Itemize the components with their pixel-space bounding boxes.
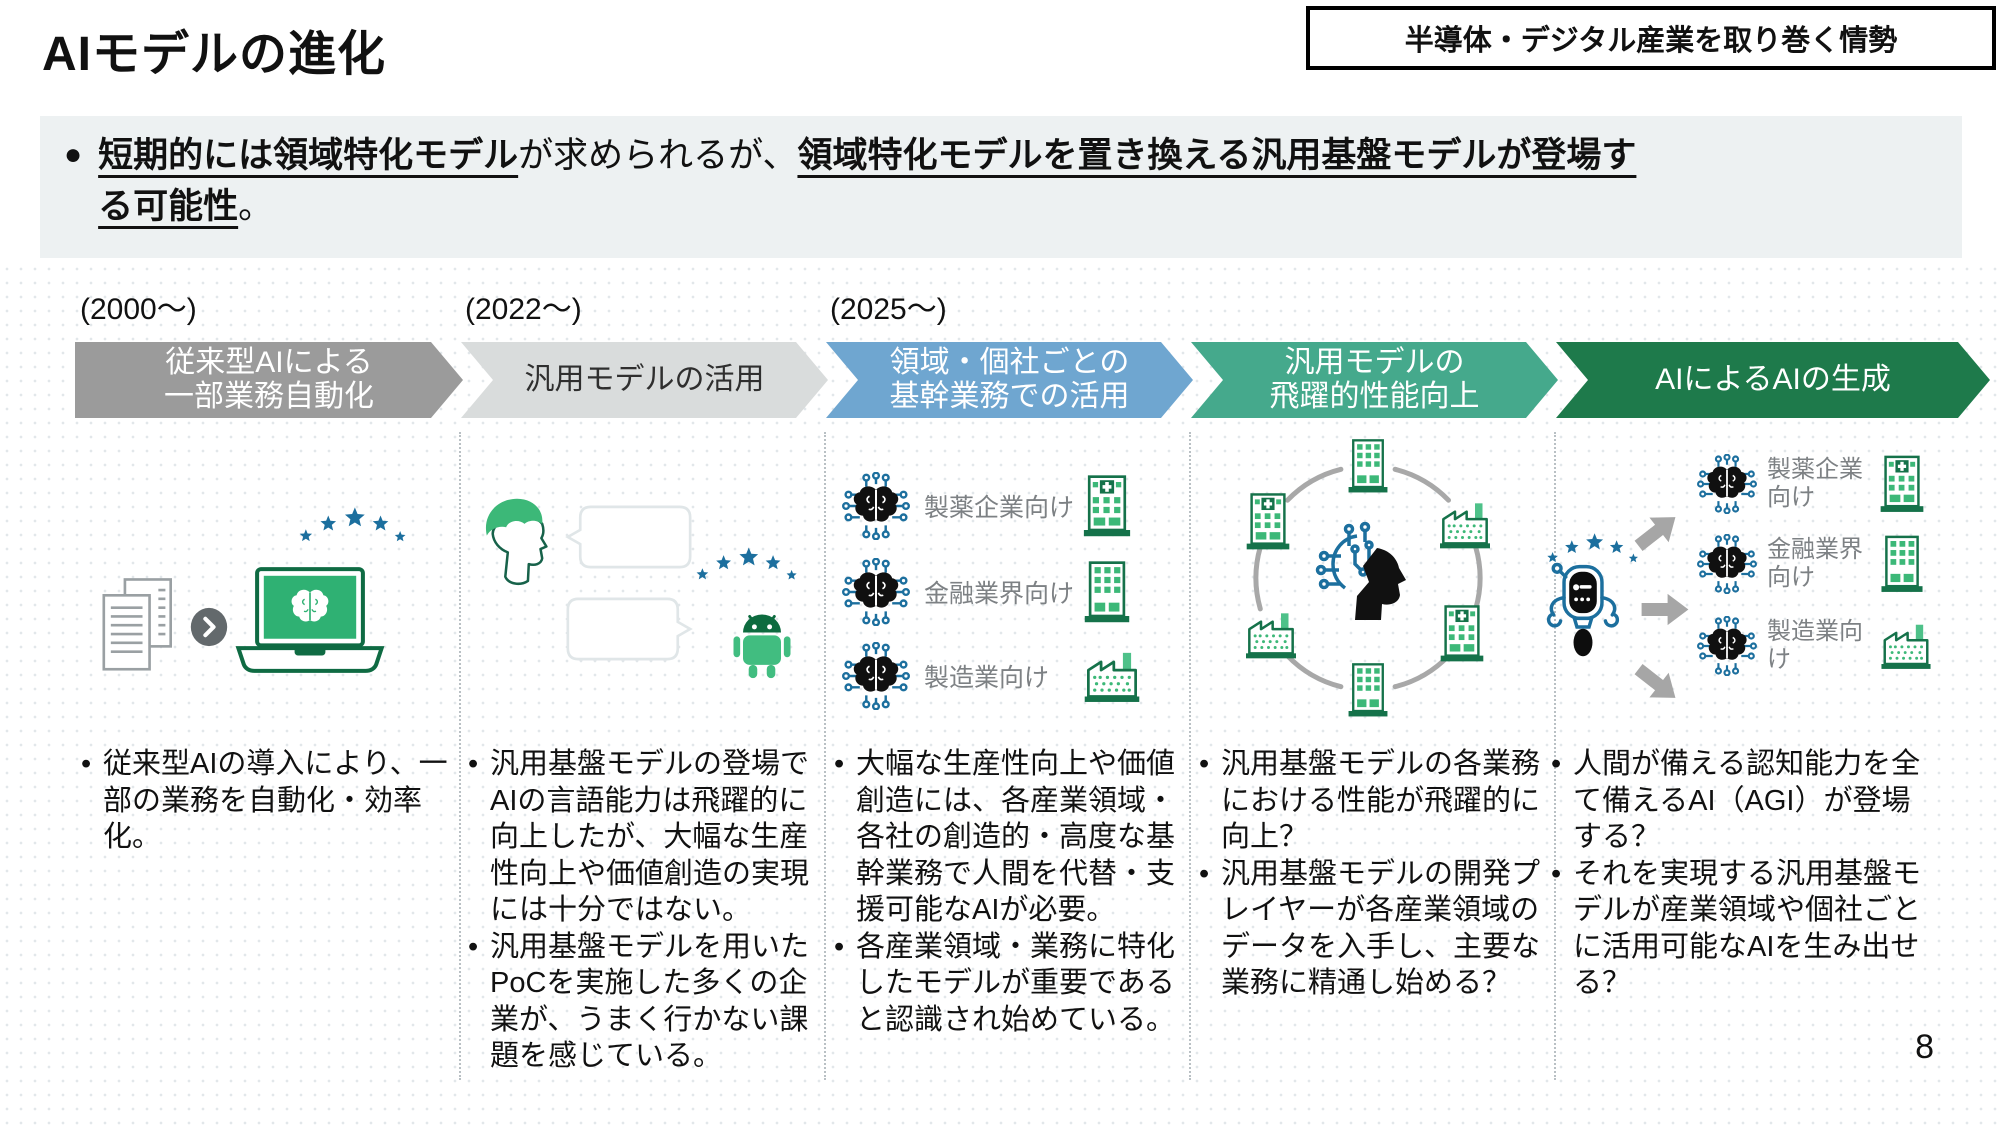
industry-row-pharma: 製薬企業向け (1697, 454, 1959, 514)
factory-icon (1438, 502, 1492, 550)
person-head-icon (485, 498, 548, 586)
industry-row-manufacturing: 製造業向け (842, 642, 1172, 710)
timeline-date-3: (2025～) (830, 293, 947, 326)
industry-label: 金融業界向け (1767, 536, 1863, 591)
stage-column-1: 従来型AIの導入により、一部の業務を自動化・効率化。 (75, 428, 458, 1080)
arrow-icon (1625, 652, 1690, 715)
stage-chevron-5: AIによるAIの生成 (1556, 342, 1990, 418)
page-number: 8 (1915, 1028, 1934, 1066)
industry-label: 製薬企業向け (1767, 456, 1863, 511)
stage-chevron-4: 汎用モデルの 飛躍的性能向上 (1191, 342, 1558, 418)
bullet-item: 汎用基盤モデルの開発プレイヤーが各産業領域のデータを入手し、主要な業務に精通し始… (1193, 856, 1550, 1002)
stage2-bullets: 汎用基盤モデルの登場でAIの言語能力は飛躍的に向上したが、大幅な生産性向上や価値… (462, 746, 818, 1075)
stage-label-3: 領域・個社ごとの 基幹業務での活用 (889, 345, 1130, 413)
arrow-circle-icon (190, 607, 228, 647)
robot-icon (1546, 562, 1620, 657)
brain-chip-icon (842, 642, 910, 710)
stage-label-5: AIによるAIの生成 (1655, 362, 1891, 396)
bullet-item: 汎用基盤モデルの登場でAIの言語能力は飛躍的に向上したが、大幅な生産性向上や価値… (462, 746, 818, 929)
key-message-box: ● 短期的には領域特化モデルが求められるが、領域特化モデルを置き換える汎用基盤モ… (40, 116, 1962, 258)
stage-column-4: 汎用基盤モデルの各業務における性能が飛躍的に向上？ 汎用基盤モデルの開発プレイヤ… (1193, 428, 1550, 1080)
hospital-building-icon (1439, 605, 1485, 663)
stage-column-2: 汎用基盤モデルの登場でAIの言語能力は飛躍的に向上したが、大幅な生産性向上や価値… (462, 428, 818, 1080)
office-building-icon (1082, 560, 1132, 624)
page-title: AIモデルの進化 (42, 28, 387, 81)
brain-chip-icon (1697, 454, 1757, 514)
speech-bubble-icon (566, 597, 693, 661)
timeline-date-2: (2022～) (465, 293, 582, 326)
stage-label-4: 汎用モデルの 飛躍的性能向上 (1269, 345, 1480, 413)
brain-chip-icon (842, 558, 910, 626)
office-building-icon (1347, 663, 1389, 718)
stage5-bullets: 人間が備える認知能力を全て備えるAI（AGI）が登場する？ それを実現する汎用基… (1545, 746, 1965, 1002)
stage4-illustration (1193, 428, 1550, 740)
key-segment: が求められるが、 (518, 136, 798, 175)
stage2-illustration (462, 428, 818, 740)
industry-label: 製造業向け (924, 664, 1050, 692)
industry-row-manufacturing: 製造業向け (1697, 616, 1959, 676)
column-separator (824, 432, 826, 1080)
stage-chevron-2: 汎用モデルの活用 (461, 342, 828, 418)
industry-label: 製造業向け (1767, 618, 1863, 673)
laptop-brain-icon (235, 567, 385, 673)
hospital-building-icon (1879, 454, 1925, 514)
ai-head-icon (1315, 521, 1406, 620)
stage-label-2: 汎用モデルの活用 (524, 362, 765, 396)
key-segment-emphasis: 短期的には領域特化モデル (98, 136, 519, 175)
factory-icon (1879, 621, 1933, 671)
documents-icon (102, 578, 172, 671)
brain-chip-icon (842, 472, 910, 540)
brain-chip-icon (1697, 616, 1757, 676)
android-robot-icon (733, 614, 791, 679)
ai-ecosystem-diagram (1244, 439, 1492, 718)
timeline-date-1: (2000～) (80, 293, 197, 326)
industry-row-finance: 金融業界向け (842, 558, 1172, 626)
key-message-text: 短期的には領域特化モデルが求められるが、領域特化モデルを置き換える汎用基盤モデル… (98, 130, 1663, 233)
bullet-item: 従来型AIの導入により、一部の業務を自動化・効率化。 (75, 746, 455, 856)
industry-row-pharma: 製薬企業向け (842, 472, 1172, 540)
arrow-icon (1639, 590, 1691, 629)
speech-bubble-icon (565, 505, 692, 569)
hospital-building-icon (1245, 493, 1291, 551)
brain-chip-icon (1697, 534, 1757, 594)
industry-row-finance: 金融業界向け (1697, 534, 1959, 594)
stage3-bullets: 大幅な生産性向上や価値創造には、各産業領域・各社の創造的・高度な基幹業務で人間を… (828, 746, 1185, 1038)
key-segment: 。 (238, 187, 274, 227)
industry-label: 製薬企業向け (924, 494, 1075, 522)
bullet-item: それを実現する汎用基盤モデルが産業領域や個社ごとに活用可能なAIを生み出せる？ (1545, 856, 1925, 1002)
factory-icon (1244, 612, 1298, 660)
stage-column-5: 製薬企業向け 金融業界向け 製造業向け 人間が備える認知能力を全て備えるAI（A… (1545, 428, 1965, 1080)
stage-column-3: 製薬企業向け 金融業界向け 製造業向け 大幅な生産性向上や価値創造には、各産業領… (828, 428, 1185, 1080)
office-building-icon (1347, 439, 1389, 494)
key-segment-emphasis: 領域特化モデルを置き換える汎用基盤モデルが登場する可能性 (98, 136, 1637, 227)
bullet-item: 汎用基盤モデルの各業務における性能が飛躍的に向上？ (1193, 746, 1550, 856)
industry-label: 金融業界向け (924, 580, 1075, 608)
bullet-item: 各産業領域・業務に特化したモデルが重要であると認識され始めている。 (828, 929, 1185, 1039)
stage5-illustration: 製薬企業向け 金融業界向け 製造業向け (1545, 428, 1965, 740)
header-tag: 半導体・デジタル産業を取り巻く情勢 (1306, 6, 1996, 70)
bullet-item: 大幅な生産性向上や価値創造には、各産業領域・各社の創造的・高度な基幹業務で人間を… (828, 746, 1185, 929)
column-separator (459, 432, 461, 1080)
bullet-dot-icon: ● (64, 138, 83, 171)
bullet-item: 汎用基盤モデルを用いたPoCを実施した多くの企業が、うまく行かない課題を感じてい… (462, 929, 818, 1075)
stage-chevron-1: 従来型AIによる 一部業務自動化 (75, 342, 463, 418)
stars-icon (694, 546, 800, 587)
office-building-icon (1879, 534, 1925, 594)
bullet-item: 人間が備える認知能力を全て備えるAI（AGI）が登場する？ (1545, 746, 1925, 856)
hospital-building-icon (1082, 474, 1132, 538)
stage-chevron-3: 領域・個社ごとの 基幹業務での活用 (826, 342, 1193, 418)
column-separator (1189, 432, 1191, 1080)
stars-icon (297, 506, 409, 549)
factory-icon (1082, 649, 1142, 704)
stage3-illustration: 製薬企業向け 金融業界向け 製造業向け (828, 428, 1185, 740)
stage1-illustration (75, 428, 458, 740)
stage-label-1: 従来型AIによる 一部業務自動化 (164, 345, 374, 413)
stage1-bullets: 従来型AIの導入により、一部の業務を自動化・効率化。 (75, 746, 458, 856)
stage4-bullets: 汎用基盤モデルの各業務における性能が飛躍的に向上？ 汎用基盤モデルの開発プレイヤ… (1193, 746, 1550, 1002)
